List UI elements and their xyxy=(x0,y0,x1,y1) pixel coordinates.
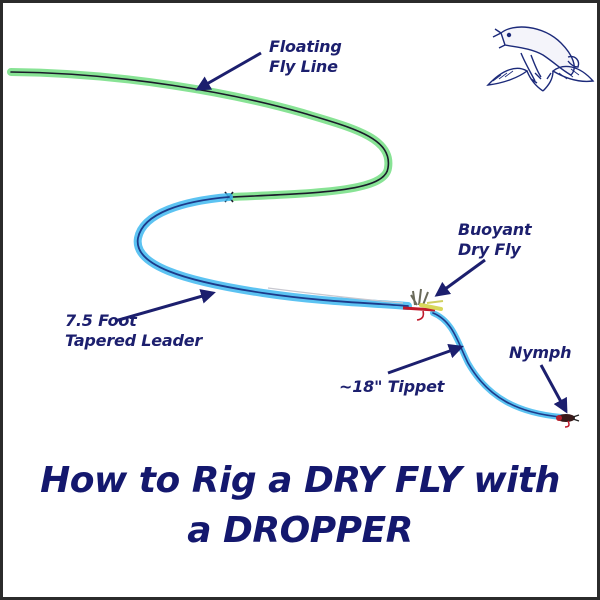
nymph-icon xyxy=(556,414,580,428)
tippet xyxy=(430,310,564,420)
leader-arrow xyxy=(114,289,216,323)
tapered-leader xyxy=(133,193,412,310)
leader-label-line1: 7.5 Foot xyxy=(65,311,137,330)
page-title: How to Rig a DRY FLY with a DROPPER xyxy=(3,456,597,556)
title-line1: How to Rig a DRY FLY with xyxy=(40,460,560,501)
nymph-label: Nymph xyxy=(509,343,572,363)
dry-fly-label-line1: Buoyant xyxy=(458,220,532,239)
tippet-label-text: ~18" Tippet xyxy=(339,377,445,396)
dry-fly-icon xyxy=(402,288,444,321)
callout-arrows xyxy=(114,51,568,414)
title-line2: a DROPPER xyxy=(187,510,413,551)
trout-logo-icon xyxy=(486,26,595,92)
nymph-arrow xyxy=(539,364,568,414)
tippet-label: ~18" Tippet xyxy=(339,377,444,397)
fly-line xyxy=(7,68,393,201)
tippet-arrow xyxy=(387,343,464,375)
rig-diagram xyxy=(7,26,595,428)
leader-label-line2: Tapered Leader xyxy=(65,331,203,350)
fly-line-label-line1: Floating xyxy=(269,37,342,56)
fly-line-arrow xyxy=(195,51,262,91)
fly-line-label-line2: Fly Line xyxy=(269,57,338,76)
dry-fly-arrow xyxy=(434,258,486,297)
dry-fly-label: Buoyant Dry Fly xyxy=(458,220,532,260)
nymph-label-text: Nymph xyxy=(509,343,572,362)
fly-line-label: Floating Fly Line xyxy=(269,37,342,77)
dry-fly-label-line2: Dry Fly xyxy=(458,240,521,259)
leader-label: 7.5 Foot Tapered Leader xyxy=(65,311,202,351)
